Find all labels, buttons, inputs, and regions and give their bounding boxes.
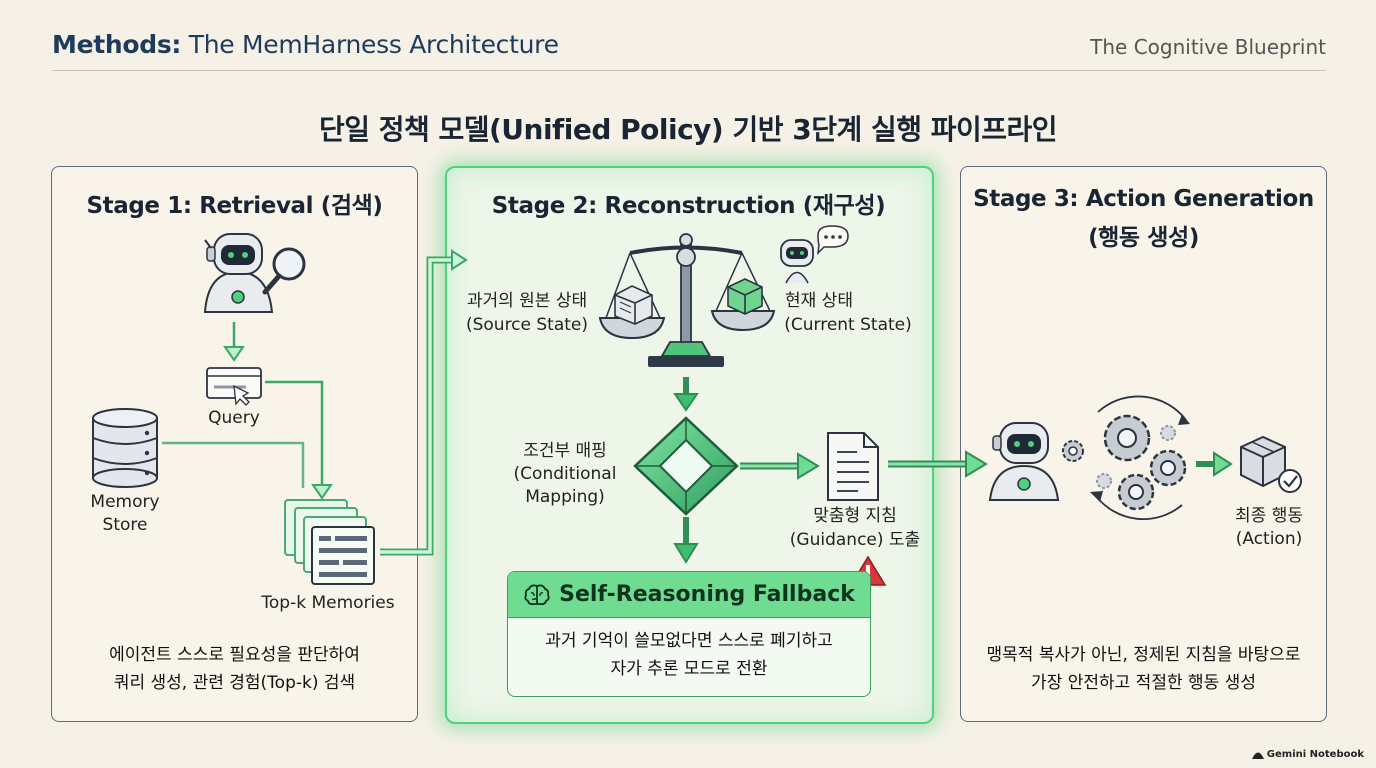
- fallback-desc-line1: 과거 기억이 쓸모없다면 스스로 폐기하고: [545, 631, 833, 651]
- memory-store-database-icon: [92, 408, 158, 488]
- stage3-desc-line2: 가장 안전하고 적절한 행동 생성: [1031, 673, 1256, 693]
- stage1-desc-line1: 에이전트 스스로 필요성을 판단하여: [109, 645, 360, 665]
- current-state-label-line2: (Current State): [784, 315, 912, 335]
- header-divider: [52, 70, 1326, 71]
- arrow-stage2-to-stage3: [888, 450, 988, 478]
- guidance-label-line1: 맞춤형 지침: [813, 506, 897, 526]
- guidance-label-line2: (Guidance) 도출: [789, 530, 921, 550]
- stage3-title-line2: (행동 생성): [1088, 225, 1199, 251]
- arrow-stage1-to-stage2: [380, 249, 468, 556]
- main-title: 단일 정책 모델(Unified Policy) 기반 3단계 실행 파이프라인: [318, 113, 1058, 146]
- memory-store-label-line1: Memory: [90, 492, 160, 512]
- conditional-mapping-diamond-icon: [633, 416, 739, 516]
- robot-search-icon: [203, 233, 306, 313]
- arrow-mapping-to-guidance: [740, 452, 820, 480]
- arrow-robot-to-query: [223, 322, 245, 362]
- gears-cluster-icon: [1090, 395, 1190, 520]
- topk-memories-stack-icon: [284, 499, 375, 585]
- header-title-bold: Methods:: [52, 30, 182, 59]
- mapping-label-line3: Mapping): [525, 487, 605, 507]
- footer-brand: Gemini Notebook: [1251, 749, 1364, 760]
- query-label: Query: [208, 408, 260, 428]
- header-title: Methods: The MemHarness Architecture: [52, 30, 559, 59]
- memory-store-label-line2: Store: [102, 515, 148, 535]
- arrow-store-to-topk: [162, 441, 305, 488]
- arrow-query-to-topk: [265, 380, 333, 500]
- brain-icon: [524, 584, 550, 605]
- footer-brand-text: Gemini Notebook: [1266, 749, 1364, 760]
- action-box-icon: [1240, 435, 1302, 493]
- fallback-body: 과거 기억이 쓸모없다면 스스로 폐기하고 자가 추론 모드로 전환: [508, 618, 870, 683]
- thinking-robot-icon: [780, 225, 849, 284]
- robot-action-icon: [988, 422, 1084, 501]
- source-state-label-line1: 과거의 원본 상태: [466, 291, 588, 311]
- stage3-title-line1: Stage 3: Action Generation: [973, 186, 1314, 212]
- header-subtitle: The Cognitive Blueprint: [1090, 35, 1326, 59]
- source-state-label-line2: (Source State): [465, 315, 589, 335]
- brand-logo-icon: [1251, 752, 1264, 759]
- action-label-line1: 최종 행동: [1235, 506, 1303, 526]
- stage3-desc-line1: 맹목적 복사가 아닌, 정제된 지침을 바탕으로: [986, 645, 1301, 665]
- arrow-gears-to-action: [1196, 451, 1233, 477]
- fallback-header: Self-Reasoning Fallback: [508, 572, 870, 618]
- current-state-label-line1: 현재 상태: [785, 291, 853, 311]
- topk-memories-label: Top-k Memories: [261, 593, 395, 613]
- header-title-rest: The MemHarness Architecture: [181, 30, 559, 59]
- self-reasoning-fallback-box: Self-Reasoning Fallback 과거 기억이 쓸모없다면 스스로…: [507, 571, 871, 697]
- stage2-title: Stage 2: Reconstruction (재구성): [491, 193, 886, 219]
- arrow-mapping-to-fallback: [673, 517, 699, 564]
- mapping-label-line1: 조건부 매핑: [523, 441, 607, 461]
- stage1-title: Stage 1: Retrieval (검색): [86, 193, 383, 219]
- stage1-desc-line2: 쿼리 생성, 관련 경험(Top-k) 검색: [113, 673, 356, 693]
- arrow-scale-to-mapping: [673, 377, 699, 412]
- balance-scale-icon: [598, 233, 776, 367]
- action-label-line2: (Action): [1235, 529, 1303, 549]
- query-window-icon: [206, 367, 262, 406]
- mapping-label-line2: (Conditional: [513, 464, 617, 484]
- guidance-document-icon: [827, 432, 879, 501]
- fallback-desc-line2: 자가 추론 모드로 전환: [610, 659, 768, 679]
- fallback-title: Self-Reasoning Fallback: [559, 582, 855, 607]
